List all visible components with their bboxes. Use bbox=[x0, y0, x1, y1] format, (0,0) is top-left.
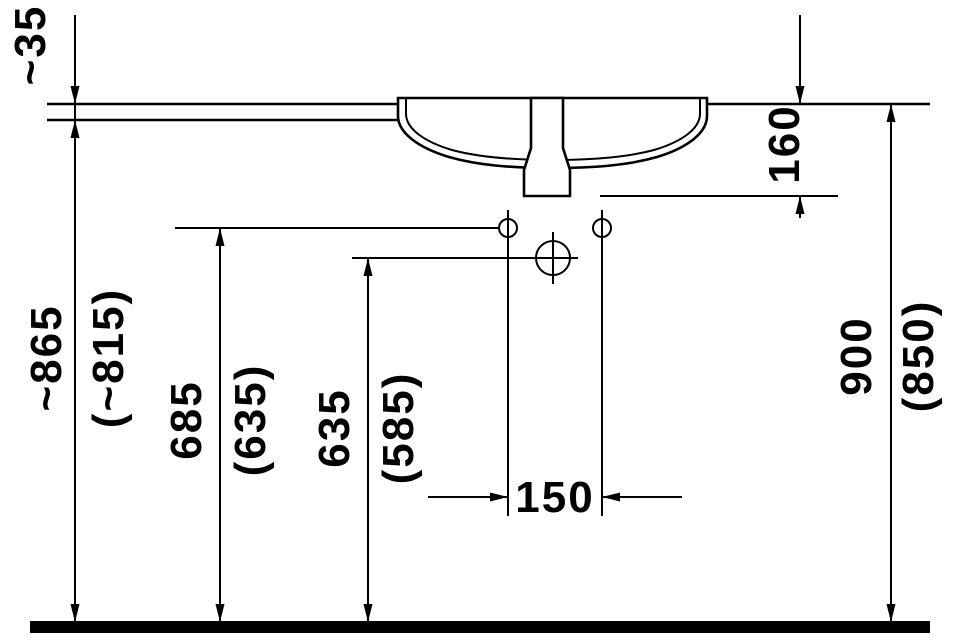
arrow-left-icon bbox=[602, 492, 620, 502]
dim-label-hole-spacing: 150 bbox=[515, 473, 594, 522]
outlet-hole bbox=[535, 240, 571, 276]
arrow-down-icon bbox=[215, 604, 225, 622]
dim-label-floor-to-fixing: 685 bbox=[162, 380, 211, 459]
arrow-up-icon bbox=[70, 120, 80, 138]
arrow-down-icon bbox=[795, 86, 805, 104]
arrow-right-icon bbox=[490, 492, 508, 502]
arrow-up-icon bbox=[215, 228, 225, 246]
dim-label-floor-to-outlet: 635 bbox=[310, 388, 359, 467]
dim-label-floor-to-fixing-alt: (635) bbox=[226, 364, 275, 477]
extension-lines bbox=[175, 195, 838, 516]
floor-line bbox=[30, 621, 930, 633]
arrow-down-icon bbox=[363, 604, 373, 622]
dim-label-floor-to-counter-alt: (~815) bbox=[84, 288, 133, 428]
fixing-hole-left bbox=[498, 218, 518, 238]
drain-column-outline bbox=[522, 96, 572, 198]
dim-label-floor-to-counter: ~865 bbox=[22, 304, 71, 411]
dimension-counter-thickness: ~35 ~865 (~815) bbox=[6, 5, 133, 622]
arrow-down-icon bbox=[70, 86, 80, 104]
arrow-down-icon bbox=[70, 604, 80, 622]
dim-label-floor-to-outlet-alt: (585) bbox=[374, 372, 423, 485]
washbasin bbox=[396, 96, 709, 198]
dimension-rim-to-outlet: 160 bbox=[760, 15, 809, 218]
dim-label-floor-to-rim-alt: (850) bbox=[894, 300, 943, 413]
dim-label-floor-to-rim: 900 bbox=[832, 316, 881, 395]
dimension-hole-spacing: 150 bbox=[428, 473, 682, 522]
dimension-floor-to-rim: 900 (850) bbox=[832, 104, 943, 622]
dim-label-rim-to-outlet: 160 bbox=[760, 104, 809, 183]
mounting-holes bbox=[498, 218, 612, 276]
dim-label-counter-thickness: ~35 bbox=[6, 5, 55, 86]
arrow-up-icon bbox=[886, 104, 896, 122]
arrow-up-icon bbox=[795, 196, 805, 214]
dimension-floor-to-outlet: 635 (585) bbox=[310, 258, 423, 622]
dimension-floor-to-fixing: 685 (635) bbox=[162, 228, 275, 622]
arrow-down-icon bbox=[886, 604, 896, 622]
fixing-hole-right bbox=[592, 218, 612, 238]
arrow-up-icon bbox=[363, 258, 373, 276]
